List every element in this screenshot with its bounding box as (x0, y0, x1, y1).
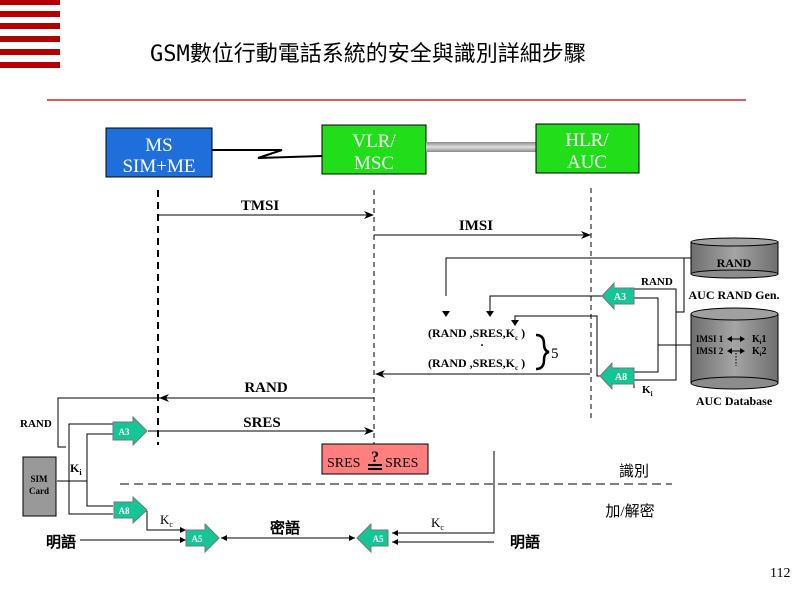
triplet-ellipsis: · (480, 338, 484, 352)
network-kc-line (392, 451, 495, 534)
sim-card: SIM Card (22, 456, 57, 517)
triplet-kc-arrow (511, 320, 519, 326)
svg-text:?: ? (371, 449, 379, 466)
hlr-label-line2: AUC (567, 152, 607, 173)
vlr-label-line1: VLR/ (352, 131, 396, 152)
ciphertext-label: 密語 (270, 519, 300, 537)
svg-text:SRES: SRES (385, 456, 418, 471)
ms-a3-block: A3 (112, 415, 148, 447)
ms-wiring (57, 397, 186, 541)
ms-kc-label: Kc (160, 512, 173, 529)
svg-text:A3: A3 (119, 427, 130, 437)
rand-message-label: RAND (244, 380, 287, 396)
auc-rand-label: RAND (641, 276, 673, 288)
wired-link (426, 142, 536, 152)
auc-wiring (445, 257, 691, 388)
triplet-count: 5 (551, 346, 559, 362)
auc-a3-block: A3 (601, 281, 635, 311)
logo-stripes (0, 0, 60, 68)
db-row-2-imsi: IMSI 2 (696, 346, 724, 356)
ms-label-line2: SIM+ME (122, 156, 195, 177)
svg-text:SIM: SIM (30, 474, 48, 484)
auc-rand-gen-caption: AUC RAND Gen. (689, 288, 780, 302)
db-row-1-key: Ki1 (752, 334, 766, 346)
slide-title: GSM數位行動電話系統的安全與識別詳細步驟 (150, 42, 586, 67)
ms-label-line1: MS (145, 135, 172, 156)
svg-text:Card: Card (29, 486, 49, 496)
radio-link (212, 149, 323, 159)
ms-a5-block: A5 (185, 522, 220, 554)
auc-ki-label: Ki (642, 384, 653, 398)
page-number: 112 (770, 566, 791, 581)
svg-text:SRES: SRES (327, 456, 360, 471)
svg-text:A8: A8 (119, 506, 130, 516)
vlr-entity: VLR/ MSC (321, 124, 427, 175)
db-row-2-key: Ki2 (752, 346, 766, 358)
sres-message-label: SRES (243, 415, 281, 431)
network-a5-block: A5 (356, 522, 389, 554)
triplet-vectors: (RAND ,SRES,Kc ) · (RAND ,SRES,Kc ) 5 (428, 326, 559, 372)
network-kc-label: Kc (431, 515, 444, 532)
auc-rand-generator: RAND (690, 237, 779, 279)
phase-identification-label: 識別 (619, 463, 649, 480)
svg-text:A8: A8 (615, 372, 627, 383)
svg-text:A5: A5 (373, 534, 384, 544)
ms-entity: MS SIM+ME (105, 127, 213, 178)
ms-rand-label: RAND (20, 418, 52, 430)
hlr-entity: HLR/ AUC (535, 123, 640, 174)
ms-a8-block: A8 (113, 495, 148, 525)
imsi-label: IMSI (459, 218, 493, 234)
tmsi-label: TMSI (241, 198, 280, 214)
triplet-sres-arrow (486, 311, 494, 317)
triplet-rand-arrow (442, 311, 450, 317)
auc-database-caption: AUC Database (696, 394, 773, 408)
auc-a8-block: A8 (599, 361, 635, 391)
auc-database: IMSI 1 IMSI 2 Ki1 Ki2 (690, 307, 779, 390)
ms-ki-label: Ki (70, 461, 82, 477)
svg-text:A5: A5 (192, 534, 203, 544)
rand-db-label: RAND (717, 256, 752, 270)
phase-encryption-label: 加/解密 (605, 503, 654, 520)
svg-text:A3: A3 (614, 292, 626, 303)
db-row-1-imsi: IMSI 1 (696, 334, 724, 344)
triplet-last: (RAND ,SRES,Kc ) (428, 356, 525, 372)
triplet-first: (RAND ,SRES,Kc ) (428, 326, 525, 342)
vlr-label-line2: MSC (354, 153, 394, 174)
sres-compare-box: SRES ? SRES (321, 443, 429, 475)
hlr-label-line1: HLR/ (565, 130, 609, 151)
plaintext-left-label: 明語 (46, 533, 76, 551)
plaintext-right-label: 明語 (510, 533, 540, 551)
